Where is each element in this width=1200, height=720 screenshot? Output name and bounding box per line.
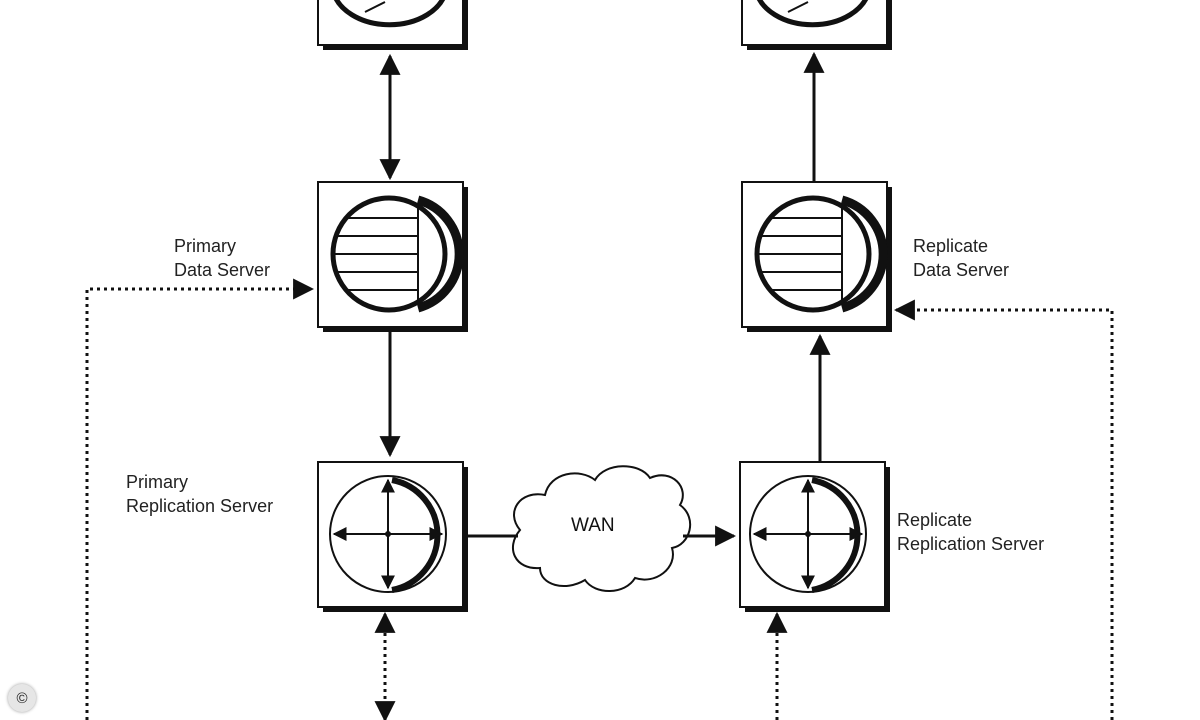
primary-application-node <box>317 0 468 50</box>
label-line: Primary <box>126 472 188 492</box>
label-line: Replicate <box>897 510 973 530</box>
primary-data-server-label: Primary Data Server <box>174 234 270 282</box>
replicate-data-server-label: Replicate Data Server <box>913 234 1009 282</box>
primary-replication-server-label: Primary Replication Server <box>126 470 273 518</box>
wan-cloud-shape <box>511 465 691 592</box>
label-line: Data Server <box>913 260 1010 280</box>
replicate-replication-server-node <box>739 461 890 612</box>
dotted-line-to-primary-data-server <box>85 278 315 720</box>
replicate-data-server-node <box>741 181 892 332</box>
label-line: Replication Server <box>897 534 1045 554</box>
replicate-application-node <box>741 0 892 50</box>
label-line: Data Server <box>174 260 271 280</box>
primary-replication-server-node <box>317 461 468 612</box>
label-line: Replicate <box>913 236 989 256</box>
label-line: Replication Server <box>126 496 274 516</box>
wan-label: WAN <box>571 515 615 536</box>
copyright-badge: © <box>8 684 36 712</box>
primary-data-server-node <box>317 181 468 332</box>
dotted-line-to-replicate-data-server <box>893 299 1114 720</box>
replicate-replication-server-label: Replicate Replication Server <box>897 508 1044 556</box>
label-line: Primary <box>174 236 236 256</box>
